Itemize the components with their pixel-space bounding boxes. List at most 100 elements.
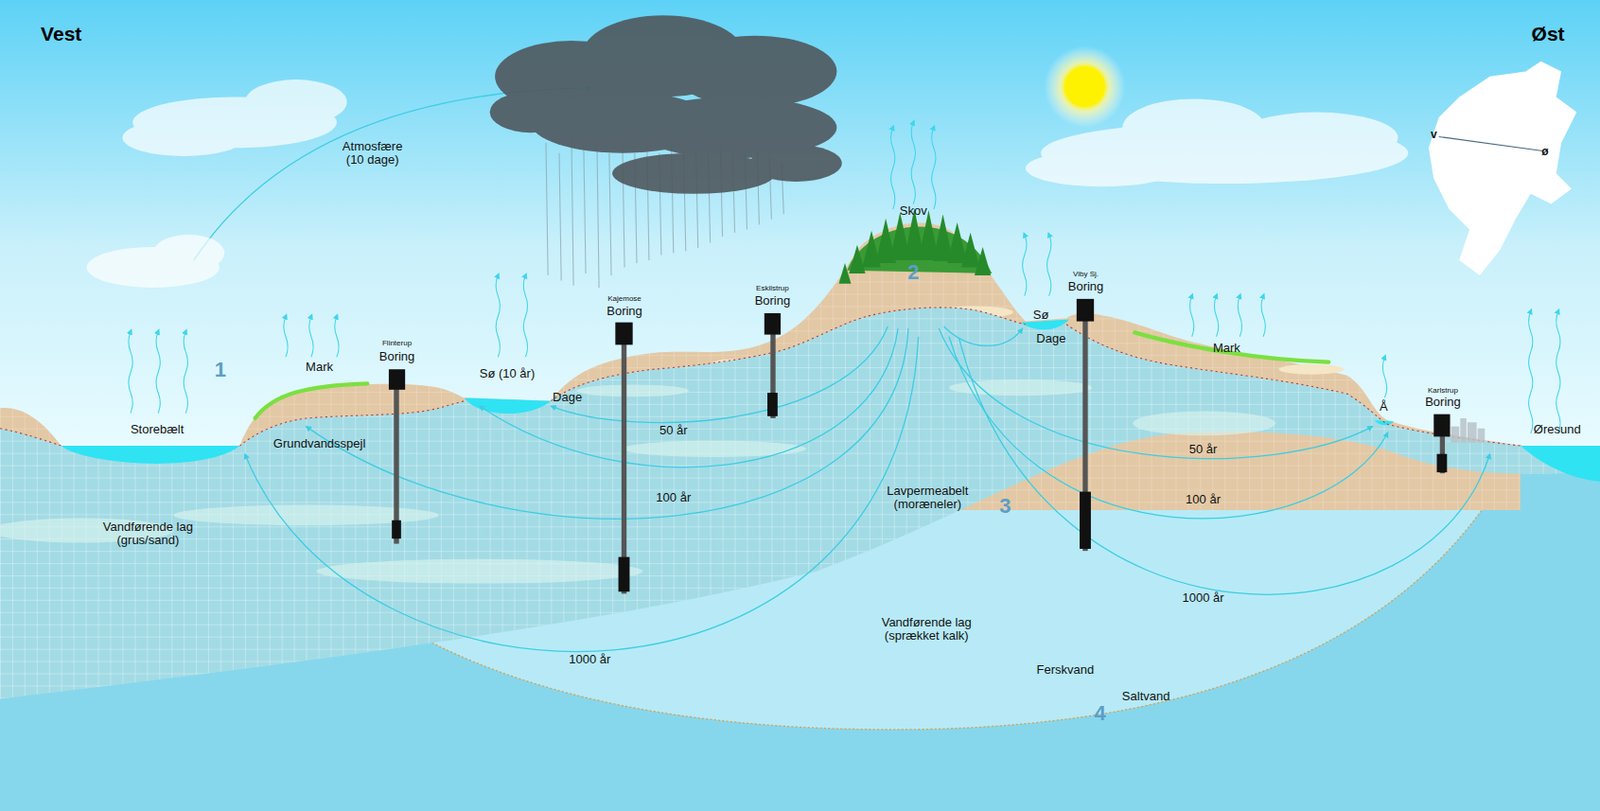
evaporation-arrows-part — [1529, 311, 1533, 434]
boreholes-part — [1437, 454, 1448, 473]
evaporation-arrows-part — [1022, 234, 1027, 297]
boreholes-part — [388, 369, 405, 390]
rain-part — [583, 147, 586, 274]
evaporation-arrows-part — [1237, 296, 1242, 337]
evaporation-arrows — [128, 122, 1561, 434]
text-label: Vest — [40, 22, 82, 45]
evaporation-arrows-part — [128, 331, 133, 413]
sun — [1043, 46, 1126, 128]
text-label: Grundvandsspejl — [273, 437, 367, 451]
text-label: 100 år — [655, 491, 691, 505]
evaporation-arrows-part — [156, 331, 160, 413]
text-label: Skov — [899, 204, 928, 218]
sea-surface-part — [464, 397, 552, 414]
light-clouds — [87, 79, 1409, 288]
sand-lenses-part — [1132, 410, 1276, 436]
text-label: Dage — [552, 390, 582, 405]
text-label: 2 — [907, 261, 919, 284]
locator-map — [1428, 61, 1577, 276]
text-label: Vandførende lag (grus/sand) — [94, 519, 201, 547]
evaporation-arrows-part — [891, 127, 896, 210]
text-label: 1000 år — [1182, 591, 1225, 605]
text-label: Ferskvand — [1037, 663, 1095, 677]
light-clouds-part — [153, 234, 225, 272]
evaporation-arrows-part — [309, 316, 314, 357]
evaporation-arrows-part — [495, 275, 500, 357]
text-label: 4 — [1093, 701, 1106, 724]
boreholes-part — [621, 342, 627, 594]
rain-part — [597, 142, 599, 288]
flow-lines-part — [959, 338, 1491, 595]
evaporation-arrows-part — [183, 331, 188, 413]
boreholes-part — [1076, 298, 1094, 322]
boreholes-part — [1433, 414, 1450, 438]
locator-map-part — [1428, 61, 1577, 276]
moraine-clay-part — [0, 307, 1600, 700]
text-label: Mark — [1213, 340, 1241, 354]
evaporation-arrows-part — [1261, 296, 1266, 337]
city-part — [1467, 421, 1477, 443]
sun-part — [1064, 66, 1106, 107]
rain-part — [609, 153, 612, 276]
text-label: Sø — [1033, 308, 1050, 322]
rain-cloud-part — [750, 144, 843, 182]
sea-surface-part — [0, 445, 240, 464]
light-clouds-part — [1234, 112, 1399, 164]
text-label: Storebælt — [130, 422, 184, 437]
rain-cloud-part — [673, 35, 838, 107]
text-label: Lavpermeabelt (moræneler) — [879, 484, 975, 512]
city-part — [1459, 418, 1466, 443]
evaporation-arrows-part — [523, 275, 528, 357]
forest — [839, 208, 993, 284]
evaporation-arrows-part — [1190, 296, 1195, 337]
city-part — [1477, 428, 1486, 443]
sand-lenses-part — [622, 440, 807, 458]
text-label: Flinterup — [382, 339, 412, 349]
text-label: Dage — [1036, 332, 1066, 346]
text-label: 50 år — [659, 423, 688, 438]
text-label: Boring — [1424, 395, 1461, 409]
rain — [545, 138, 784, 288]
text-label: Eskilstrup — [756, 284, 790, 294]
text-label: 100 år — [1185, 492, 1221, 507]
evaporation-arrows-part — [1382, 356, 1387, 398]
text-label: Boring — [1068, 280, 1105, 294]
rain-part — [559, 153, 562, 282]
sea-surface-part — [1374, 420, 1394, 425]
evaporation-arrows-part — [283, 316, 288, 357]
light-clouds-part — [1025, 149, 1179, 187]
rain-cloud — [490, 15, 843, 194]
text-label: Viby Sj. — [1072, 270, 1099, 280]
text-label: Vandførende lag (sprækket kalk) — [873, 615, 980, 644]
city — [1451, 418, 1486, 443]
evaporation-arrows-part — [1047, 234, 1052, 297]
boreholes-part — [764, 313, 781, 335]
text-label: Boring — [379, 350, 416, 364]
flow-lines-part — [944, 326, 1023, 346]
forest-part — [839, 208, 992, 284]
text-label: ø — [1541, 145, 1548, 159]
city-part — [1451, 426, 1460, 443]
sea-surface-part — [1520, 445, 1600, 482]
text-label: Karlstrup — [1427, 386, 1459, 395]
text-label: Boring — [755, 294, 792, 308]
rain-part — [622, 142, 625, 268]
locator-map-part — [1439, 136, 1544, 151]
forest-part-part — [974, 246, 991, 276]
boreholes-part — [391, 520, 402, 539]
flow-lines-part — [245, 336, 919, 652]
text-label: Å — [1379, 400, 1389, 414]
text-label: Mark — [305, 360, 334, 374]
evaporation-arrows-part — [911, 122, 915, 204]
boreholes-part — [1079, 492, 1091, 549]
text-label: Sø (10 år) — [479, 366, 536, 380]
flow-lines-part — [550, 326, 888, 423]
text-label: 1000 år — [568, 652, 611, 667]
sea-surface — [0, 318, 1600, 481]
text-label: Øst — [1531, 22, 1565, 45]
boreholes — [388, 298, 1451, 595]
text-label: Øresund — [1533, 422, 1582, 437]
sand-lenses-part — [576, 384, 689, 397]
